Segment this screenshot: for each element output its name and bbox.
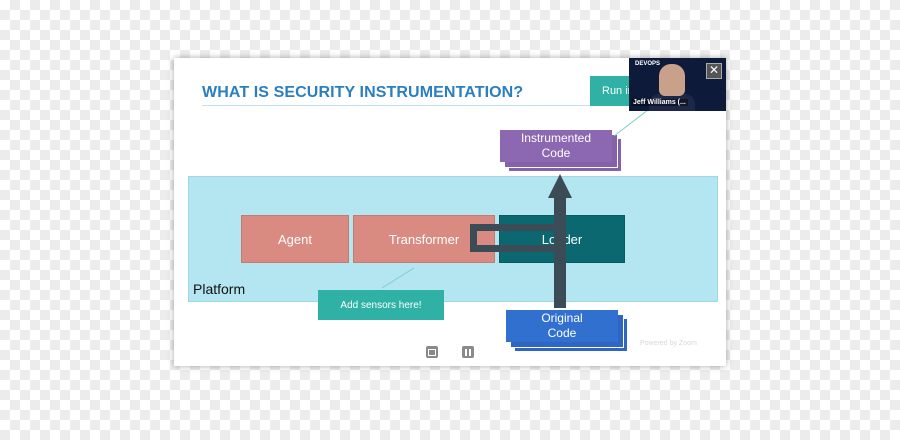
slide-glyph xyxy=(428,348,436,356)
instrumented-code-label: Instrumented Code xyxy=(500,130,612,162)
close-icon[interactable]: ✕ xyxy=(706,63,722,79)
powered-by-text: Powered by Zoom xyxy=(640,340,697,347)
speaker-shirt xyxy=(649,94,695,111)
speaker-name: Jeff Williams (... xyxy=(631,99,688,106)
flow-loop-arrow xyxy=(470,224,566,252)
speaker-avatar xyxy=(659,64,685,96)
flow-arrow-head xyxy=(548,174,572,198)
slide-icon[interactable] xyxy=(426,346,438,358)
original-code-stack: Original Code xyxy=(506,310,628,352)
instrumented-code-stack: Instrumented Code xyxy=(500,130,622,172)
devops-logo: DEVOPS xyxy=(635,61,661,67)
platform-label: Platform xyxy=(193,281,246,297)
flow-arrow-shaft xyxy=(554,198,566,308)
platform-area: Agent Transformer Loader Platform xyxy=(188,176,718,302)
speaker-video[interactable]: DEVOPS Jeff Williams (... ✕ xyxy=(629,58,726,111)
pause-bar xyxy=(465,348,467,356)
add-sensors-callout: Add sensors here! xyxy=(318,290,444,320)
slide-title: WHAT IS SECURITY INSTRUMENTATION? xyxy=(202,84,524,101)
title-divider xyxy=(202,105,607,106)
original-code-label: Original Code xyxy=(506,310,618,342)
pause-bar xyxy=(469,348,471,356)
pause-icon[interactable] xyxy=(462,346,474,358)
agent-box: Agent xyxy=(241,215,349,263)
